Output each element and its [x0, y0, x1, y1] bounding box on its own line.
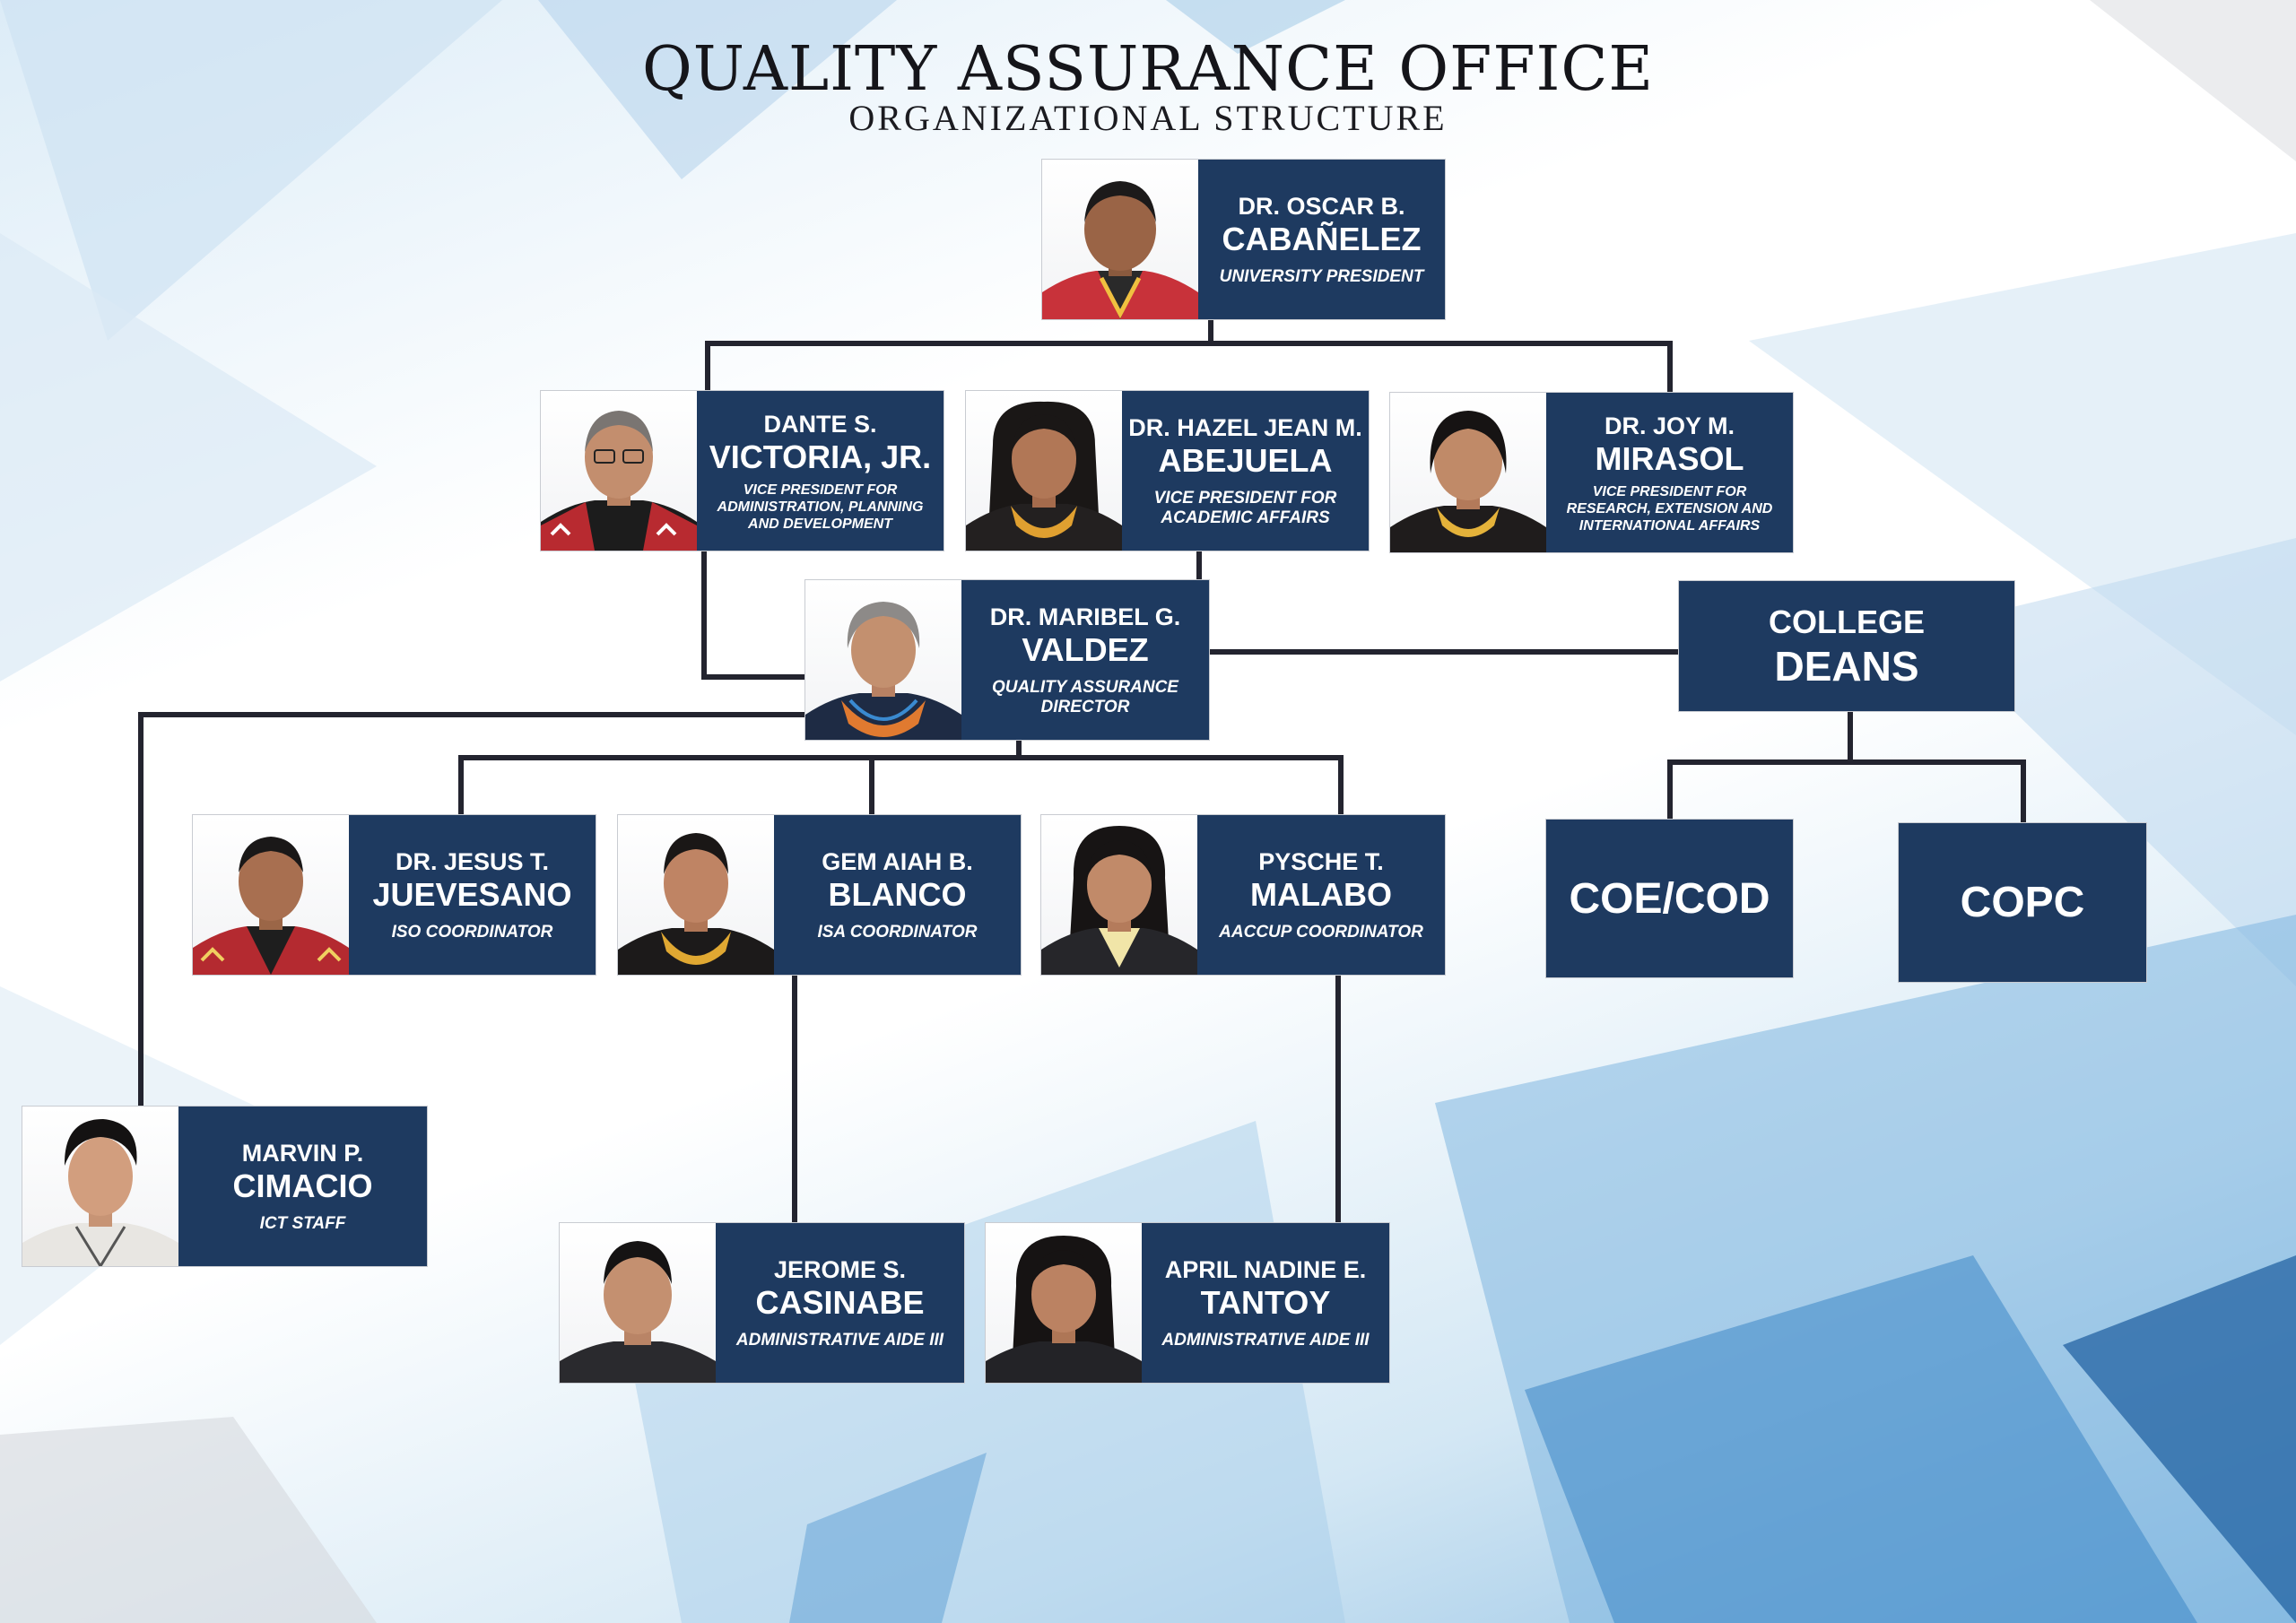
president-last-name: CABAÑELEZ — [1222, 221, 1422, 257]
person-portrait-icon — [560, 1241, 716, 1383]
aaccup-last-name: MALABO — [1250, 876, 1392, 913]
ict-first-name: MARVIN P. — [241, 1140, 364, 1167]
person-portrait-icon — [1390, 411, 1546, 552]
card-ict-staff: MARVIN P. CIMACIO ICT STAFF — [22, 1107, 427, 1266]
photo-admin-aide-tantoy — [986, 1223, 1142, 1383]
isa-first-name: GEM AIAH B. — [822, 848, 973, 875]
deans-line1: COLLEGE — [1768, 603, 1925, 640]
photo-vp-academic — [966, 391, 1122, 551]
person-portrait-icon — [805, 602, 961, 740]
copc-box: COPC — [1899, 823, 2146, 982]
info-vp-research: DR. JOY M. MIRASOL VICE PRESIDENT FOR RE… — [1546, 393, 1793, 552]
photo-iso-coordinator — [193, 815, 349, 975]
vp-research-role: VICE PRESIDENT FOR RESEARCH, EXTENSION A… — [1566, 483, 1773, 534]
photo-vp-research — [1390, 393, 1546, 552]
person-portrait-icon — [966, 401, 1122, 551]
person-portrait-icon — [1042, 181, 1198, 319]
card-vp-research: DR. JOY M. MIRASOL VICE PRESIDENT FOR RE… — [1390, 393, 1793, 552]
info-admin-aide-tantoy: APRIL NADINE E. TANTOY ADMINISTRATIVE AI… — [1142, 1223, 1389, 1383]
isa-role: ISA COORDINATOR — [817, 923, 978, 942]
photo-director — [805, 580, 961, 740]
photo-isa-coordinator — [618, 815, 774, 975]
director-role: QUALITY ASSURANCE DIRECTOR — [992, 678, 1178, 716]
vp-academic-first-name: DR. HAZEL JEAN M. — [1128, 414, 1362, 441]
aide1-first-name: JEROME S. — [773, 1256, 907, 1283]
info-aaccup-coordinator: PYSCHE T. MALABO AACCUP COORDINATOR — [1197, 815, 1445, 975]
director-last-name: VALDEZ — [1022, 631, 1149, 668]
aaccup-role: AACCUP COORDINATOR — [1219, 923, 1423, 942]
card-vp-admin: DANTE S. VICTORIA, JR. VICE PRESIDENT FO… — [541, 391, 944, 551]
president-first-name: DR. OSCAR B. — [1238, 193, 1405, 220]
vp-academic-last-name: ABEJUELA — [1158, 442, 1333, 479]
info-vp-academic: DR. HAZEL JEAN M. ABEJUELA VICE PRESIDEN… — [1122, 391, 1369, 551]
info-iso-coordinator: DR. JESUS T. JUEVESANO ISO COORDINATOR — [349, 815, 596, 975]
photo-ict-staff — [22, 1107, 178, 1266]
card-director: DR. MARIBEL G. VALDEZ QUALITY ASSURANCE … — [805, 580, 1209, 740]
vp-research-last-name: MIRASOL — [1595, 439, 1744, 477]
person-portrait-icon — [986, 1236, 1142, 1383]
iso-first-name: DR. JESUS T. — [395, 848, 550, 875]
aide1-role: ADMINISTRATIVE AIDE III — [735, 1331, 944, 1350]
info-isa-coordinator: GEM AIAH B. BLANCO ISA COORDINATOR — [774, 815, 1021, 975]
card-admin-aide-tantoy: APRIL NADINE E. TANTOY ADMINISTRATIVE AI… — [986, 1223, 1389, 1383]
aaccup-first-name: PYSCHE T. — [1258, 848, 1384, 875]
copc-label: COPC — [1960, 879, 2085, 926]
vp-admin-role: VICE PRESIDENT FOR ADMINISTRATION, PLANN… — [717, 482, 924, 532]
person-portrait-icon — [22, 1119, 178, 1266]
iso-last-name: JUEVESANO — [372, 876, 572, 913]
college-deans-box: COLLEGE DEANS — [1679, 581, 2014, 711]
vp-research-first-name: DR. JOY M. — [1604, 412, 1735, 439]
iso-role: ISO COORDINATOR — [391, 923, 553, 942]
person-portrait-icon — [541, 411, 697, 551]
info-ict-staff: MARVIN P. CIMACIO ICT STAFF — [178, 1107, 427, 1266]
person-portrait-icon — [1041, 826, 1197, 975]
photo-president — [1042, 160, 1198, 319]
aide2-role: ADMINISTRATIVE AIDE III — [1161, 1331, 1370, 1350]
vp-admin-first-name: DANTE S. — [763, 410, 877, 438]
card-iso-coordinator: DR. JESUS T. JUEVESANO ISO COORDINATOR — [193, 815, 596, 975]
photo-admin-aide-casinabe — [560, 1223, 716, 1383]
vp-admin-last-name: VICTORIA, JR. — [709, 438, 932, 475]
info-admin-aide-casinabe: JEROME S. CASINABE ADMINISTRATIVE AIDE I… — [716, 1223, 964, 1383]
card-aaccup-coordinator: PYSCHE T. MALABO AACCUP COORDINATOR — [1041, 815, 1445, 975]
person-portrait-icon — [618, 833, 774, 975]
info-president: DR. OSCAR B. CABAÑELEZ UNIVERSITY PRESID… — [1198, 160, 1445, 319]
card-isa-coordinator: GEM AIAH B. BLANCO ISA COORDINATOR — [618, 815, 1021, 975]
photo-vp-admin — [541, 391, 697, 551]
card-president: DR. OSCAR B. CABAÑELEZ UNIVERSITY PRESID… — [1042, 160, 1445, 319]
coe-cod-label: COE/COD — [1569, 874, 1770, 923]
page-subtitle: ORGANIZATIONAL STRUCTURE — [848, 98, 1448, 138]
card-admin-aide-casinabe: JEROME S. CASINABE ADMINISTRATIVE AIDE I… — [560, 1223, 964, 1383]
info-vp-admin: DANTE S. VICTORIA, JR. VICE PRESIDENT FO… — [697, 391, 944, 551]
page-title: QUALITY ASSURANCE OFFICE — [641, 34, 1655, 105]
photo-aaccup-coordinator — [1041, 815, 1197, 975]
person-portrait-icon — [193, 837, 349, 975]
director-first-name: DR. MARIBEL G. — [989, 603, 1181, 630]
card-vp-academic: DR. HAZEL JEAN M. ABEJUELA VICE PRESIDEN… — [966, 391, 1369, 551]
president-role: UNIVERSITY PRESIDENT — [1219, 267, 1424, 286]
info-director: DR. MARIBEL G. VALDEZ QUALITY ASSURANCE … — [961, 580, 1209, 740]
ict-role: ICT STAFF — [259, 1214, 346, 1233]
aide1-last-name: CASINABE — [755, 1284, 925, 1321]
aide2-last-name: TANTOY — [1200, 1284, 1331, 1321]
deans-line2: DEANS — [1774, 642, 1919, 690]
aide2-first-name: APRIL NADINE E. — [1164, 1256, 1367, 1283]
isa-last-name: BLANCO — [828, 876, 967, 913]
coe-cod-box: COE/COD — [1546, 820, 1793, 977]
ict-last-name: CIMACIO — [232, 1167, 373, 1204]
vp-academic-role: VICE PRESIDENT FOR ACADEMIC AFFAIRS — [1153, 489, 1337, 527]
